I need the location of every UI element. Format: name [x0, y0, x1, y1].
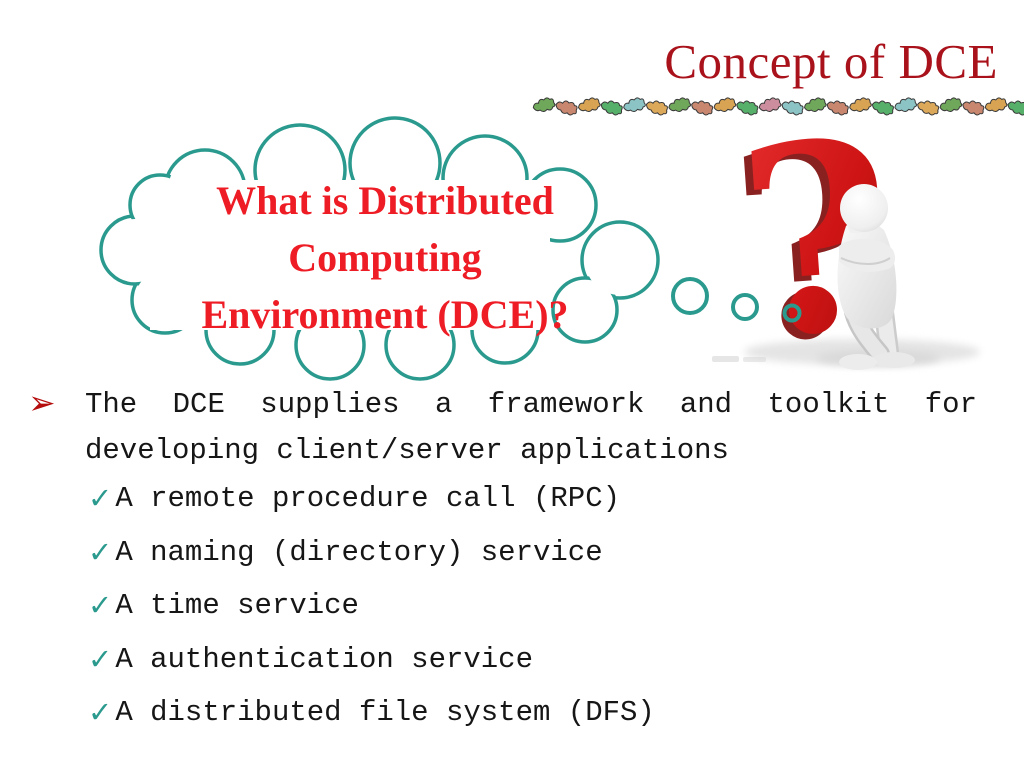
list-item-label: A remote procedure call (RPC): [115, 482, 620, 515]
leaf-icon: [713, 97, 737, 112]
main-bullet: The DCE supplies a framework and toolkit…: [85, 388, 977, 467]
leaf-icon: [623, 97, 646, 112]
leaf-icon: [871, 100, 894, 116]
leaf-icon: [600, 100, 623, 116]
list-item-label: A distributed file system (DFS): [115, 696, 655, 729]
list-item-label: A authentication service: [115, 642, 533, 676]
question-figure-photo: ? ?: [712, 83, 980, 401]
cloud-question-line2: Computing: [288, 235, 482, 280]
list-item: ✓ A time service: [88, 590, 655, 644]
photo-watermark: [712, 356, 766, 362]
leaf-icon: [668, 97, 692, 112]
check-icon: ✓: [88, 588, 113, 622]
list-item-label: A time service: [115, 589, 359, 622]
leaf-icon: [826, 100, 849, 116]
arrow-bullet-icon: ➢: [28, 383, 56, 422]
leaf-icon: [758, 97, 782, 112]
service-checklist: ✓ A remote procedure call (RPC) ✓ A nami…: [88, 483, 655, 751]
leaf-icon: [804, 97, 827, 112]
cloud-question-line3: Environment (DCE)?: [201, 292, 569, 337]
slide-title: Concept of DCE: [664, 34, 998, 89]
leaf-icon: [578, 97, 601, 112]
leaf-icon: [691, 100, 714, 116]
main-bullet-line1: The DCE supplies a framework and toolkit…: [85, 388, 977, 421]
main-bullet-line2: developing client/server applications: [85, 434, 729, 467]
thinking-figure: [837, 184, 915, 370]
leaf-icon: [532, 97, 556, 112]
check-icon: ✓: [88, 534, 113, 569]
list-item: ✓ A distributed file system (DFS): [88, 697, 655, 751]
leaf-icon: [555, 100, 578, 116]
leaf-icon: [917, 100, 940, 116]
list-item: ✓ A remote procedure call (RPC): [88, 483, 655, 537]
cloud-question-line1: What is Distributed: [216, 178, 554, 223]
thought-cloud: [99, 116, 660, 381]
list-item: ✓ A authentication service: [88, 641, 655, 698]
list-item-label: A naming (directory) service: [115, 535, 603, 569]
leaf-icon: [781, 100, 804, 116]
list-item: ✓ A naming (directory) service: [88, 534, 655, 591]
leaf-icon: [962, 100, 985, 116]
thought-trail-circles: [671, 277, 802, 323]
leaf-icon: [645, 100, 668, 116]
leaf-icon: [939, 97, 963, 112]
leaf-icon: [894, 97, 918, 112]
leaf-icon: [984, 97, 1008, 112]
check-icon: ✓: [88, 481, 113, 515]
cloud-question-text: What is Distributed Computing Environmen…: [95, 172, 675, 343]
check-icon: ✓: [88, 695, 113, 729]
leaf-icon: [736, 100, 759, 116]
leaf-icon: [849, 97, 872, 112]
leaf-icon: [1007, 100, 1024, 116]
check-icon: ✓: [88, 641, 113, 676]
leaf-ribbon: [532, 97, 1024, 116]
